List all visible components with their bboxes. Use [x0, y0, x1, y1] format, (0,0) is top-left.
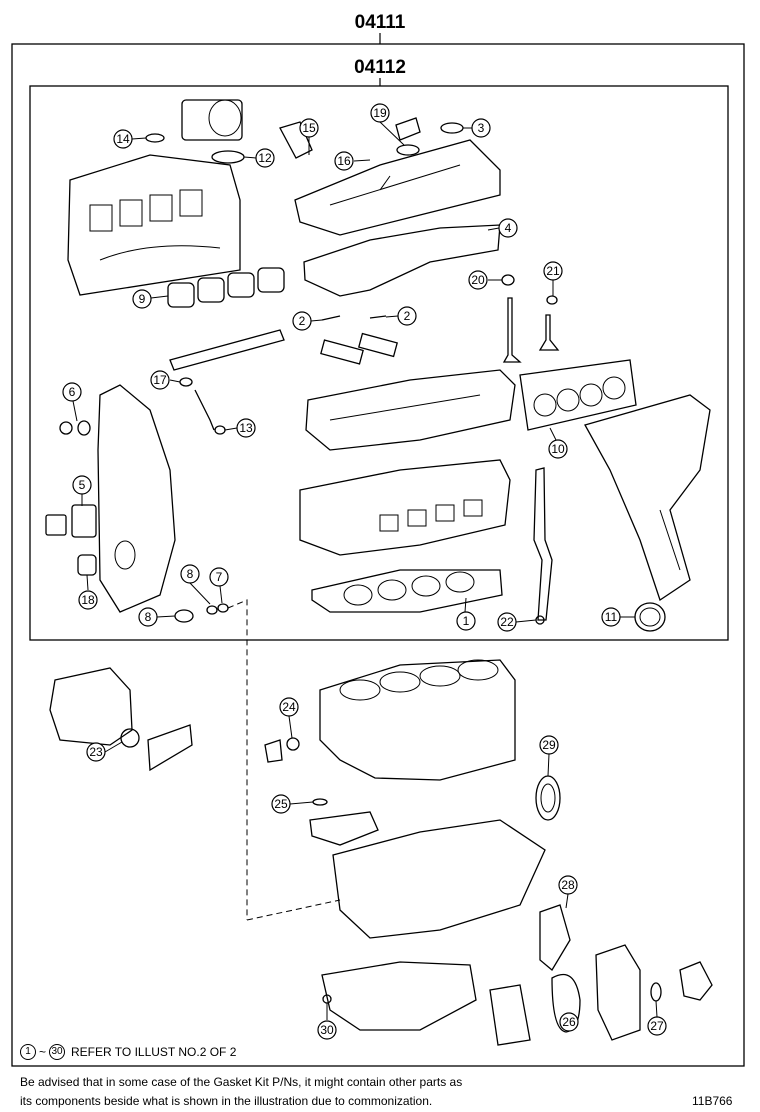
svg-text:6: 6 [69, 385, 76, 399]
callout-8b[interactable]: 8 [138, 607, 158, 627]
svg-text:3: 3 [478, 121, 485, 135]
svg-text:9: 9 [139, 292, 146, 306]
disclaimer-line-1: Be advised that in some case of the Gask… [20, 1075, 463, 1089]
svg-text:1: 1 [463, 614, 470, 628]
svg-text:12: 12 [258, 151, 272, 165]
illustration-id: 11B766 [692, 1094, 733, 1108]
svg-text:30: 30 [320, 1023, 334, 1037]
callout-5[interactable]: 5 [72, 475, 92, 495]
callout-25[interactable]: 25 [271, 794, 291, 814]
svg-text:10: 10 [551, 442, 565, 456]
svg-text:17: 17 [153, 373, 167, 387]
callout-14[interactable]: 14 [113, 129, 133, 149]
refer-tilde: ~ [39, 1045, 47, 1059]
callout-29[interactable]: 29 [539, 735, 559, 755]
svg-text:29: 29 [542, 738, 556, 752]
svg-text:15: 15 [302, 121, 316, 135]
callout-23[interactable]: 23 [86, 742, 106, 762]
callout-6[interactable]: 6 [62, 382, 82, 402]
svg-text:19: 19 [373, 106, 387, 120]
callout-9[interactable]: 9 [132, 289, 152, 309]
callout-24[interactable]: 24 [279, 697, 299, 717]
cylinder-head-drawing [299, 459, 511, 556]
callout-15[interactable]: 15 [299, 118, 319, 138]
outer-kit-frame [11, 43, 745, 1067]
refer-to-circle: 30 [49, 1044, 66, 1060]
callout-27[interactable]: 27 [647, 1016, 667, 1036]
svg-text:24: 24 [282, 700, 296, 714]
callout-11[interactable]: 11 [601, 607, 621, 627]
svg-text:7: 7 [216, 570, 223, 584]
callout-16[interactable]: 16 [334, 151, 354, 171]
lower-crankcase-drawing [332, 819, 546, 939]
refer-from-circle: 1 [20, 1044, 36, 1060]
intake-gasket-drawing [167, 267, 285, 308]
callout-2a[interactable]: 2 [292, 311, 312, 331]
callout-4[interactable]: 4 [498, 218, 518, 238]
exhaust-gasket-drawing [519, 359, 637, 431]
svg-text:21: 21 [546, 264, 560, 278]
callouts: 1 2 2 3 4 5 6 7 8 8 9 10 11 12 13 14 15 … [62, 103, 667, 1040]
callout-2b[interactable]: 2 [397, 306, 417, 326]
head-gasket-drawing [311, 569, 503, 613]
valve-cover-gasket-drawing [303, 224, 501, 297]
disclaimer-line-2: its components beside what is shown in t… [20, 1094, 433, 1108]
exhaust-manifold-drawing [584, 394, 711, 602]
callout-7[interactable]: 7 [209, 567, 229, 587]
svg-text:22: 22 [500, 615, 514, 629]
svg-text:18: 18 [81, 593, 95, 607]
callout-12[interactable]: 12 [255, 148, 275, 168]
cam-housing-drawing [305, 369, 516, 451]
callout-26[interactable]: 26 [559, 1012, 579, 1032]
svg-text:27: 27 [650, 1019, 664, 1033]
dipstick-tube-drawing [533, 467, 553, 621]
callout-1[interactable]: 1 [456, 611, 476, 631]
callout-13[interactable]: 13 [236, 418, 256, 438]
callout-10[interactable]: 10 [548, 439, 568, 459]
svg-text:20: 20 [471, 273, 485, 287]
oil-pan-drawing [321, 961, 477, 1031]
kit-code-inner: 04112 [354, 57, 406, 78]
svg-text:28: 28 [561, 878, 575, 892]
intake-manifold-drawing [67, 154, 241, 296]
callout-21[interactable]: 21 [543, 261, 563, 281]
svg-text:16: 16 [337, 154, 351, 168]
refer-text: REFER TO ILLUST NO.2 OF 2 [71, 1045, 237, 1059]
cylinder-block-drawing [319, 659, 516, 781]
refer-note: 1 ~ 30 REFER TO ILLUST NO.2 OF 2 [20, 1044, 236, 1060]
callout-20[interactable]: 20 [468, 270, 488, 290]
callout-28[interactable]: 28 [558, 875, 578, 895]
svg-text:2: 2 [404, 309, 411, 323]
svg-text:2: 2 [299, 314, 306, 328]
callout-3[interactable]: 3 [471, 118, 491, 138]
callout-8a[interactable]: 8 [180, 564, 200, 584]
svg-text:26: 26 [562, 1015, 576, 1029]
rear-seal-retainer-drawing [49, 667, 133, 746]
throttle-body-drawing [181, 99, 243, 141]
dashed-leader [227, 599, 248, 920]
kit-code-outer: 04111 [355, 12, 406, 33]
svg-text:13: 13 [239, 421, 253, 435]
svg-text:25: 25 [274, 797, 288, 811]
svg-text:23: 23 [89, 745, 103, 759]
callout-22[interactable]: 22 [497, 612, 517, 632]
svg-text:8: 8 [145, 610, 152, 624]
valve-cover-drawing [294, 139, 501, 236]
svg-text:4: 4 [505, 221, 512, 235]
svg-text:5: 5 [79, 478, 86, 492]
inner-kit-frame [29, 85, 729, 641]
svg-text:8: 8 [187, 567, 194, 581]
callout-18[interactable]: 18 [78, 590, 98, 610]
timing-cover-drawing [97, 384, 176, 613]
callout-17[interactable]: 17 [150, 370, 170, 390]
svg-text:14: 14 [116, 132, 130, 146]
callout-19[interactable]: 19 [370, 103, 390, 123]
callout-30[interactable]: 30 [317, 1020, 337, 1040]
svg-text:11: 11 [605, 610, 618, 624]
